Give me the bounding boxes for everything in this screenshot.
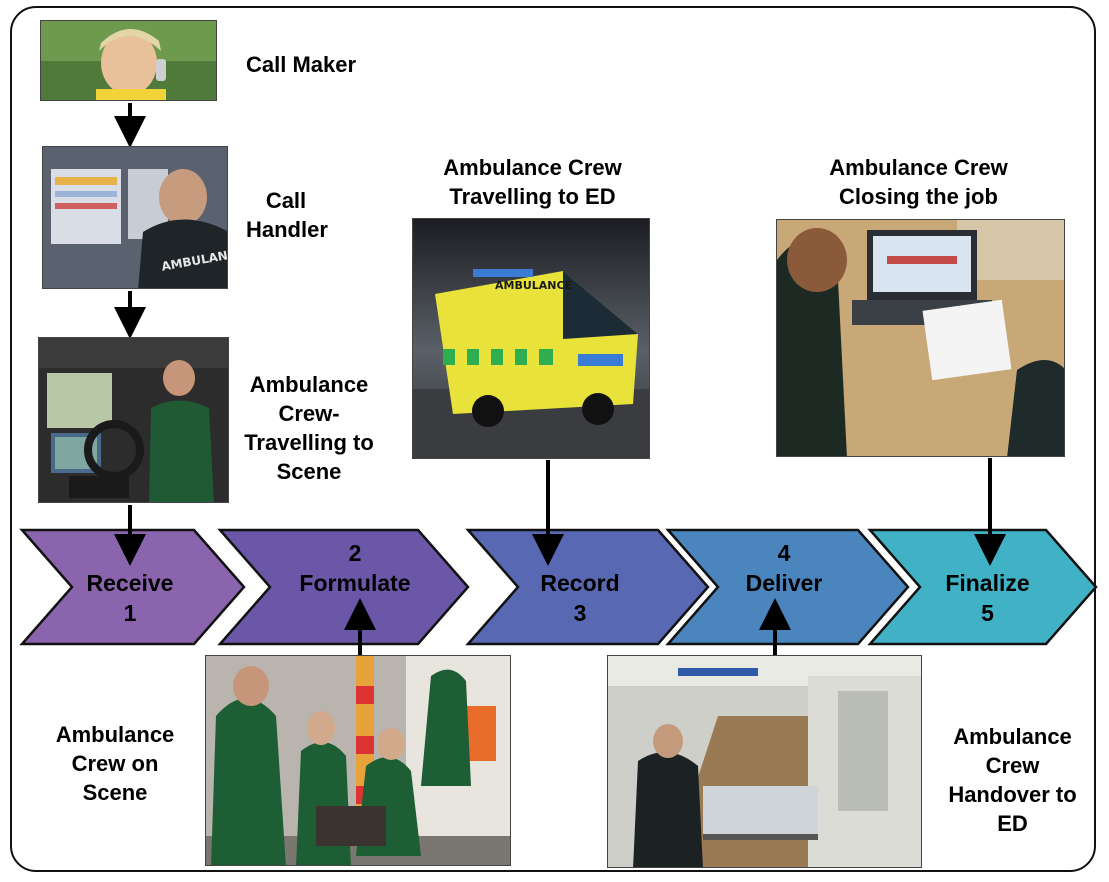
handover-label-line3: Handover to	[948, 782, 1077, 807]
closing-label: Ambulance Crew Closing the job	[806, 153, 1031, 211]
handover-photo	[607, 655, 922, 868]
on-scene-label-line2: Crew on	[71, 751, 159, 776]
closing-photo	[776, 219, 1065, 457]
on-scene-label: Ambulance Crew on Scene	[40, 720, 190, 807]
travel-ed-label-line1: Ambulance Crew	[443, 155, 622, 180]
call-handler-label: Call Handler	[246, 186, 328, 244]
stage-5-label: Finalize 5	[925, 568, 1050, 628]
closing-label-line2: Closing the job	[839, 184, 998, 209]
travel-scene-label-line1: Ambulance	[249, 372, 369, 397]
call-maker-label: Call Maker	[246, 52, 357, 77]
handover-image	[608, 656, 921, 867]
ambulance-image: AMBULANCE	[413, 219, 649, 458]
stage-2-number: 2	[348, 540, 362, 566]
call-handler-image: AMBULANCE	[43, 147, 227, 288]
stage-4-name: Deliver	[745, 570, 823, 596]
closing-image	[777, 220, 1064, 456]
travel-scene-label: Ambulance Crew- Travelling to Scene	[234, 370, 384, 486]
stage-4-chevron	[665, 528, 910, 646]
diagram-frame	[10, 6, 1096, 872]
travel-scene-label-line4: Scene	[276, 459, 342, 484]
travel-ed-label-line2: Travelling to ED	[449, 184, 616, 209]
handover-label: Ambulance Crew Handover to ED	[935, 722, 1090, 838]
on-scene-image	[206, 656, 510, 865]
travel-scene-photo	[38, 337, 229, 503]
stage-2-name: Formulate	[299, 570, 411, 596]
stage-3-name: Record	[540, 570, 620, 596]
handover-label-line4: ED	[997, 811, 1028, 836]
stage-2-label: 2 Formulate	[275, 538, 435, 598]
stage-1-chevron	[19, 528, 246, 646]
travel-scene-image	[39, 338, 228, 502]
stage-5-number: 5	[981, 600, 994, 626]
stage-5-name: Finalize	[945, 570, 1030, 596]
call-maker-photo	[40, 20, 217, 101]
closing-label-line1: Ambulance Crew	[829, 155, 1008, 180]
call-handler-label-line2: Handler	[246, 217, 328, 242]
on-scene-label-line1: Ambulance	[55, 722, 175, 747]
stage-5-chevron	[867, 528, 1098, 646]
stage-3-chevron	[465, 528, 710, 646]
on-scene-label-line3: Scene	[82, 780, 148, 805]
call-maker-image	[41, 21, 216, 100]
handover-label-line2: Crew	[985, 753, 1040, 778]
call-handler-label-line1: Call	[265, 188, 307, 213]
travel-scene-label-line3: Travelling to	[244, 430, 374, 455]
stage-3-number: 3	[573, 600, 587, 626]
stage-2-chevron	[217, 528, 470, 646]
stage-1-name: Receive	[86, 570, 174, 596]
call-handler-photo: AMBULANCE	[42, 146, 228, 289]
stage-1-label: Receive 1	[75, 568, 185, 628]
on-scene-photo	[205, 655, 511, 866]
stage-4-label: 4 Deliver	[724, 538, 844, 598]
travel-ed-label: Ambulance Crew Travelling to ED	[425, 153, 640, 211]
travel-ed-photo: AMBULANCE	[412, 218, 650, 459]
stage-4-number: 4	[777, 540, 791, 566]
stage-1-number: 1	[123, 600, 137, 626]
ambulance-roof-text: AMBULANCE	[495, 279, 572, 292]
travel-scene-label-line2: Crew-	[278, 401, 340, 426]
handover-label-line1: Ambulance	[953, 724, 1072, 749]
stage-3-label: Record 3	[520, 568, 640, 628]
